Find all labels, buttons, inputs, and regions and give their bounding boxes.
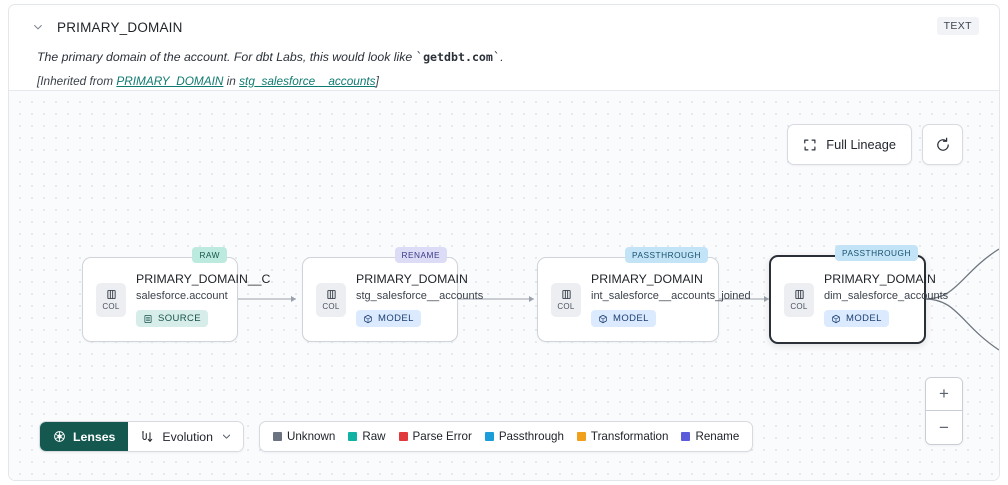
lineage-canvas[interactable]: Full Lineage RAW bbox=[9, 90, 999, 480]
legend-swatch bbox=[484, 432, 494, 441]
legend-label: Rename bbox=[695, 430, 740, 443]
column-header: PRIMARY_DOMAIN TEXT The primary domain o… bbox=[9, 5, 999, 90]
node-kind-badge: MODEL bbox=[356, 310, 421, 328]
node-kind-label: MODEL bbox=[613, 313, 649, 325]
chevron-down-icon[interactable] bbox=[29, 18, 47, 36]
database-icon bbox=[143, 314, 153, 324]
page-title: PRIMARY_DOMAIN bbox=[57, 19, 183, 35]
legend-item: Rename bbox=[681, 430, 739, 443]
legend-swatch bbox=[272, 432, 282, 441]
node-kind-badge: MODEL bbox=[824, 310, 889, 328]
node-body: PRIMARY_DOMAIN stg_salesforce__accounts … bbox=[356, 272, 483, 328]
legend-swatch bbox=[348, 432, 358, 441]
cube-icon bbox=[831, 314, 841, 324]
lens-button-group: Lenses Evolution bbox=[39, 421, 244, 452]
inherited-suffix: ] bbox=[375, 73, 379, 88]
description-code: getdbt.com bbox=[423, 50, 493, 64]
inherited-model-link[interactable]: stg_salesforce__accounts bbox=[239, 73, 376, 88]
node-tag: RENAME bbox=[394, 247, 447, 263]
node-subtitle: stg_salesforce__accounts bbox=[356, 290, 484, 303]
legend-item: Parse Error bbox=[398, 430, 472, 443]
evolution-label: Evolution bbox=[162, 429, 213, 444]
node-kind-badge: MODEL bbox=[591, 310, 656, 328]
lineage-legend: Unknown Raw Parse Error Passthrough bbox=[258, 421, 754, 452]
lineage-node[interactable]: RAW COL PRIMARY_DOMAIN__C salesforce.acc… bbox=[82, 247, 270, 342]
type-badge: TEXT bbox=[936, 17, 979, 35]
legend-item: Raw bbox=[348, 430, 386, 443]
full-lineage-label: Full Lineage bbox=[826, 137, 896, 152]
node-title: PRIMARY_DOMAIN bbox=[591, 271, 703, 286]
col-label: COL bbox=[322, 302, 340, 311]
legend-swatch bbox=[576, 432, 586, 441]
node-tag: RAW bbox=[192, 247, 227, 263]
col-label: COL bbox=[102, 302, 120, 311]
legend-item: Passthrough bbox=[484, 430, 564, 443]
legend-label: Unknown bbox=[286, 430, 336, 443]
evolution-flow-icon bbox=[140, 430, 154, 444]
cube-icon bbox=[598, 314, 608, 324]
description-suffix: . bbox=[500, 50, 504, 64]
node-body: PRIMARY_DOMAIN int_salesforce__accounts_… bbox=[591, 272, 751, 328]
lineage-node[interactable]: PASSTHROUGH COL PRIMARY_DOMAIN int_sales… bbox=[537, 247, 751, 342]
column-description: The primary domain of the account. For d… bbox=[37, 50, 504, 64]
node-subtitle: dim_salesforce_accounts bbox=[824, 290, 949, 303]
node-tag: PASSTHROUGH bbox=[835, 245, 918, 261]
inherited-from-note: [Inherited from PRIMARY_DOMAIN in stg_sa… bbox=[29, 74, 979, 88]
canvas-controls: Full Lineage bbox=[787, 124, 963, 165]
col-label: COL bbox=[790, 302, 808, 311]
legend-label: Parse Error bbox=[412, 430, 472, 443]
col-badge: COL bbox=[551, 282, 581, 317]
lenses-label: Lenses bbox=[73, 429, 116, 444]
node-body: PRIMARY_DOMAIN__C salesforce.account SOU… bbox=[136, 272, 270, 328]
col-badge: COL bbox=[316, 282, 346, 317]
legend-swatch bbox=[681, 432, 691, 441]
node-kind-label: SOURCE bbox=[158, 313, 202, 325]
evolution-dropdown[interactable]: Evolution bbox=[128, 422, 243, 451]
inherited-prefix: [Inherited from bbox=[37, 73, 117, 88]
expand-corners-icon bbox=[803, 138, 817, 152]
chevron-down-icon bbox=[221, 431, 232, 442]
node-tag: PASSTHROUGH bbox=[625, 247, 708, 263]
legend-swatch bbox=[398, 432, 408, 441]
node-body: PRIMARY_DOMAIN dim_salesforce_accounts M… bbox=[824, 272, 948, 328]
lineage-bottom-toolbar: Lenses Evolution bbox=[39, 421, 754, 452]
description-text: The primary domain of the account. For d… bbox=[37, 50, 416, 64]
legend-label: Raw bbox=[362, 430, 386, 443]
zoom-out-button[interactable]: − bbox=[926, 411, 962, 444]
refresh-icon bbox=[935, 137, 951, 153]
inherited-column-link[interactable]: PRIMARY_DOMAIN bbox=[116, 73, 224, 88]
col-badge: COL bbox=[96, 282, 126, 317]
legend-label: Passthrough bbox=[498, 430, 564, 443]
lenses-button[interactable]: Lenses bbox=[40, 422, 129, 451]
node-title: PRIMARY_DOMAIN bbox=[824, 271, 936, 286]
columns-icon bbox=[326, 289, 336, 300]
legend-label: Transformation bbox=[590, 430, 669, 443]
refresh-button[interactable] bbox=[922, 124, 963, 165]
cube-icon bbox=[363, 314, 373, 324]
columns-icon bbox=[561, 289, 571, 300]
node-title: PRIMARY_DOMAIN bbox=[356, 271, 468, 286]
node-title: PRIMARY_DOMAIN__C bbox=[136, 271, 271, 286]
header-top-row: PRIMARY_DOMAIN bbox=[29, 5, 979, 41]
columns-icon bbox=[794, 289, 804, 300]
node-kind-badge: SOURCE bbox=[136, 310, 209, 328]
lineage-node-selected[interactable]: PASSTHROUGH COL PRIMARY_DOMAIN dim_sales… bbox=[769, 245, 948, 344]
zoom-in-button[interactable]: + bbox=[926, 378, 962, 411]
lineage-node[interactable]: RENAME COL PRIMARY_DOMAIN stg_salesforce… bbox=[302, 247, 483, 342]
node-kind-label: MODEL bbox=[378, 313, 414, 325]
zoom-controls: + − bbox=[925, 377, 963, 445]
aperture-icon bbox=[53, 430, 66, 443]
col-badge: COL bbox=[784, 282, 814, 317]
legend-item: Transformation bbox=[576, 430, 669, 443]
col-label: COL bbox=[557, 302, 575, 311]
inherited-mid: in bbox=[223, 73, 240, 88]
node-subtitle: salesforce.account bbox=[136, 290, 228, 303]
legend-item: Unknown bbox=[272, 430, 336, 443]
column-detail-card: PRIMARY_DOMAIN TEXT The primary domain o… bbox=[8, 4, 1000, 481]
lineage-edges bbox=[237, 248, 999, 351]
columns-icon bbox=[106, 289, 116, 300]
full-lineage-button[interactable]: Full Lineage bbox=[787, 124, 912, 165]
node-kind-label: MODEL bbox=[846, 313, 882, 325]
node-subtitle: int_salesforce__accounts_joined bbox=[591, 290, 751, 303]
